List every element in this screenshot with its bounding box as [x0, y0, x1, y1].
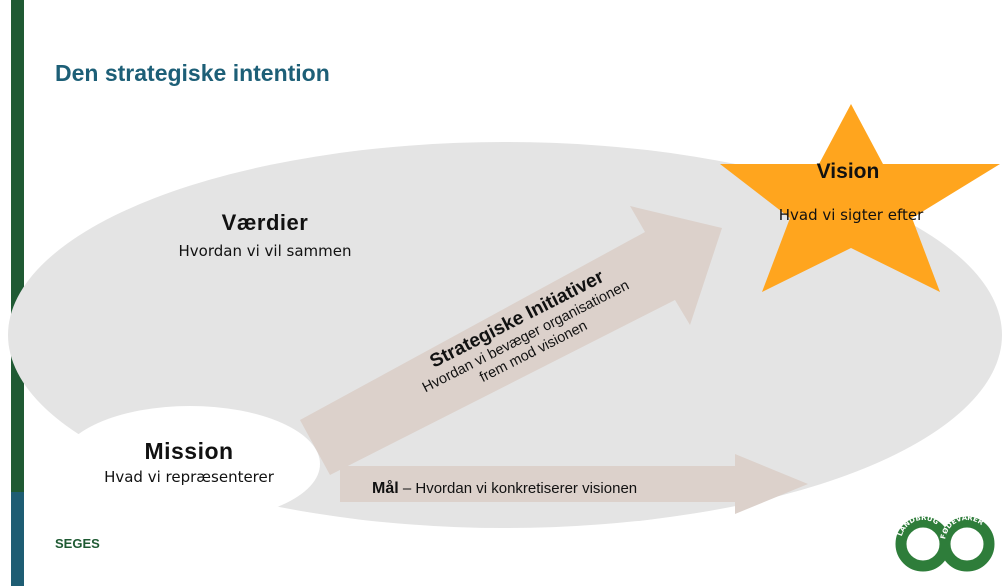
- vision-subtitle: Hvad vi sigter efter: [778, 206, 924, 224]
- mission-ellipse: [60, 406, 320, 522]
- vision-star: [720, 104, 1000, 292]
- maal-title: Mål: [372, 480, 399, 497]
- mission-title: Mission: [144, 438, 234, 464]
- vaerdier-title: Værdier: [221, 210, 309, 235]
- mission-subtitle: Hvad vi repræsenterer: [104, 468, 274, 486]
- sidebar-accent-bar-bottom: [11, 492, 24, 586]
- maal-arrow: [340, 454, 808, 514]
- strategic-arrow: [300, 206, 722, 475]
- maal-label: Mål – Hvordan vi konkretiserer visionen: [372, 480, 637, 498]
- maal-subtitle: Hvordan vi konkretiserer visionen: [415, 480, 638, 497]
- slide-title: Den strategiske intention: [55, 60, 330, 86]
- maal-separator: –: [402, 480, 412, 497]
- vaerdier-subtitle: Hvordan vi vil sammen: [178, 242, 352, 260]
- seges-brand: SEGES: [55, 536, 100, 551]
- vision-title: Vision: [816, 160, 880, 183]
- landbrug-foedevarer-logo: LANDBRUG FØDEVARER: [895, 514, 995, 572]
